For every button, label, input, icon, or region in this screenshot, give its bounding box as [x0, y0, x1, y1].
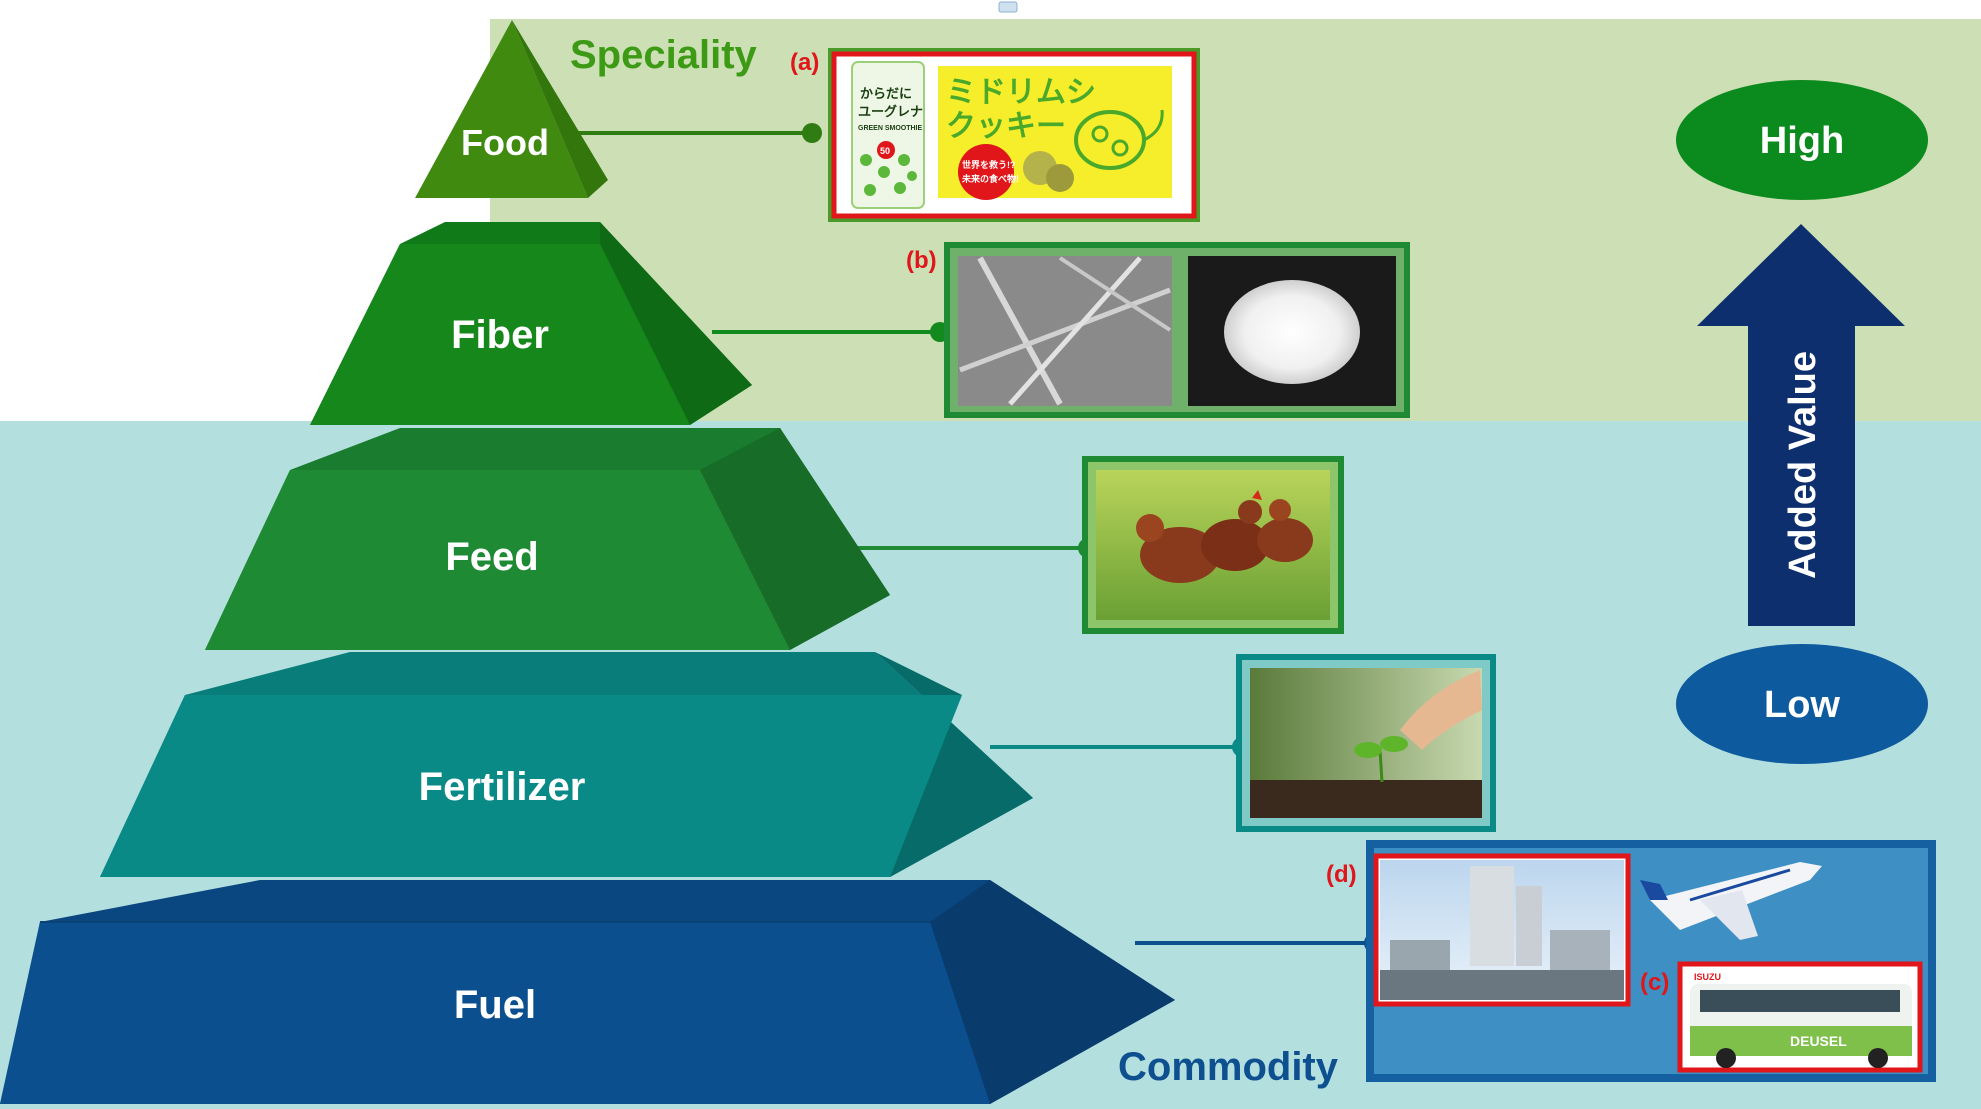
marker-b: (b)	[906, 247, 937, 274]
marker-d: (d)	[1326, 861, 1357, 888]
added-value-scale: High Added Value Low	[1676, 80, 1928, 764]
panel-fiber: (b)	[906, 242, 1410, 418]
added-value-arrow	[1697, 224, 1905, 626]
tier-fuel: Fuel	[0, 880, 1175, 1104]
tier-fiber: Fiber	[310, 222, 752, 425]
pyramid: Fuel Fertilizer Feed Fiber Food	[0, 20, 1175, 1104]
hand	[1400, 670, 1482, 750]
top-handle	[998, 1, 1018, 13]
cookie-package: ミドリムシ クッキー 世界を救う!? 未来の食べ物!	[938, 66, 1172, 200]
tier-label-food: Food	[461, 122, 549, 163]
marker-a: (a)	[790, 49, 819, 76]
panel-fertilizer	[1236, 654, 1496, 832]
tier-label-fiber: Fiber	[451, 313, 549, 357]
fiber-micrograph	[958, 256, 1172, 406]
fiber-cotton	[1188, 256, 1396, 406]
tier-feed: Feed	[205, 428, 890, 650]
marker-c: (c)	[1640, 969, 1669, 996]
panel-fuel: (d) (c) ISUZU DEUSEL	[1326, 840, 1936, 1082]
airplane	[1640, 862, 1822, 940]
speciality-label: Speciality	[570, 33, 758, 77]
package-badge-1: 世界を救う!?	[962, 159, 1016, 170]
refinery-photo	[1373, 853, 1631, 1007]
can-text-3: GREEN SMOOTHIE	[858, 125, 923, 132]
can-text-2: ユーグレナ	[858, 104, 923, 119]
bus-brand: ISUZU	[1694, 972, 1721, 982]
panel-food: (a) からだに ユーグレナ GREEN SMOOTHIE 50 ミドリムシ ク…	[790, 48, 1200, 222]
low-badge	[1676, 644, 1928, 764]
tier-label-fertilizer: Fertilizer	[419, 765, 586, 809]
arrow-label: Added Value	[1782, 351, 1824, 579]
smoothie-can: からだに ユーグレナ GREEN SMOOTHIE 50	[851, 61, 925, 209]
package-badge-2: 未来の食べ物!	[961, 173, 1019, 184]
bus-photo: ISUZU DEUSEL	[1677, 961, 1923, 1073]
tier-label-fuel: Fuel	[454, 983, 536, 1027]
package-title-1: ミドリムシ	[946, 76, 1096, 109]
tier-label-feed: Feed	[445, 535, 538, 579]
high-label: High	[1760, 120, 1844, 162]
can-text-4: 50	[880, 146, 890, 156]
package-title-2: クッキー	[946, 110, 1066, 143]
chickens	[1136, 490, 1313, 583]
bus-wrap: DEUSEL	[1790, 1033, 1847, 1049]
commodity-label: Commodity	[1118, 1045, 1339, 1089]
high-badge	[1676, 80, 1928, 200]
seedling	[1354, 736, 1408, 783]
tier-food: Food	[415, 20, 608, 198]
can-text-1: からだに	[860, 86, 912, 101]
low-label: Low	[1764, 684, 1840, 726]
panel-feed	[1082, 456, 1344, 634]
tier-fertilizer: Fertilizer	[100, 652, 1033, 877]
